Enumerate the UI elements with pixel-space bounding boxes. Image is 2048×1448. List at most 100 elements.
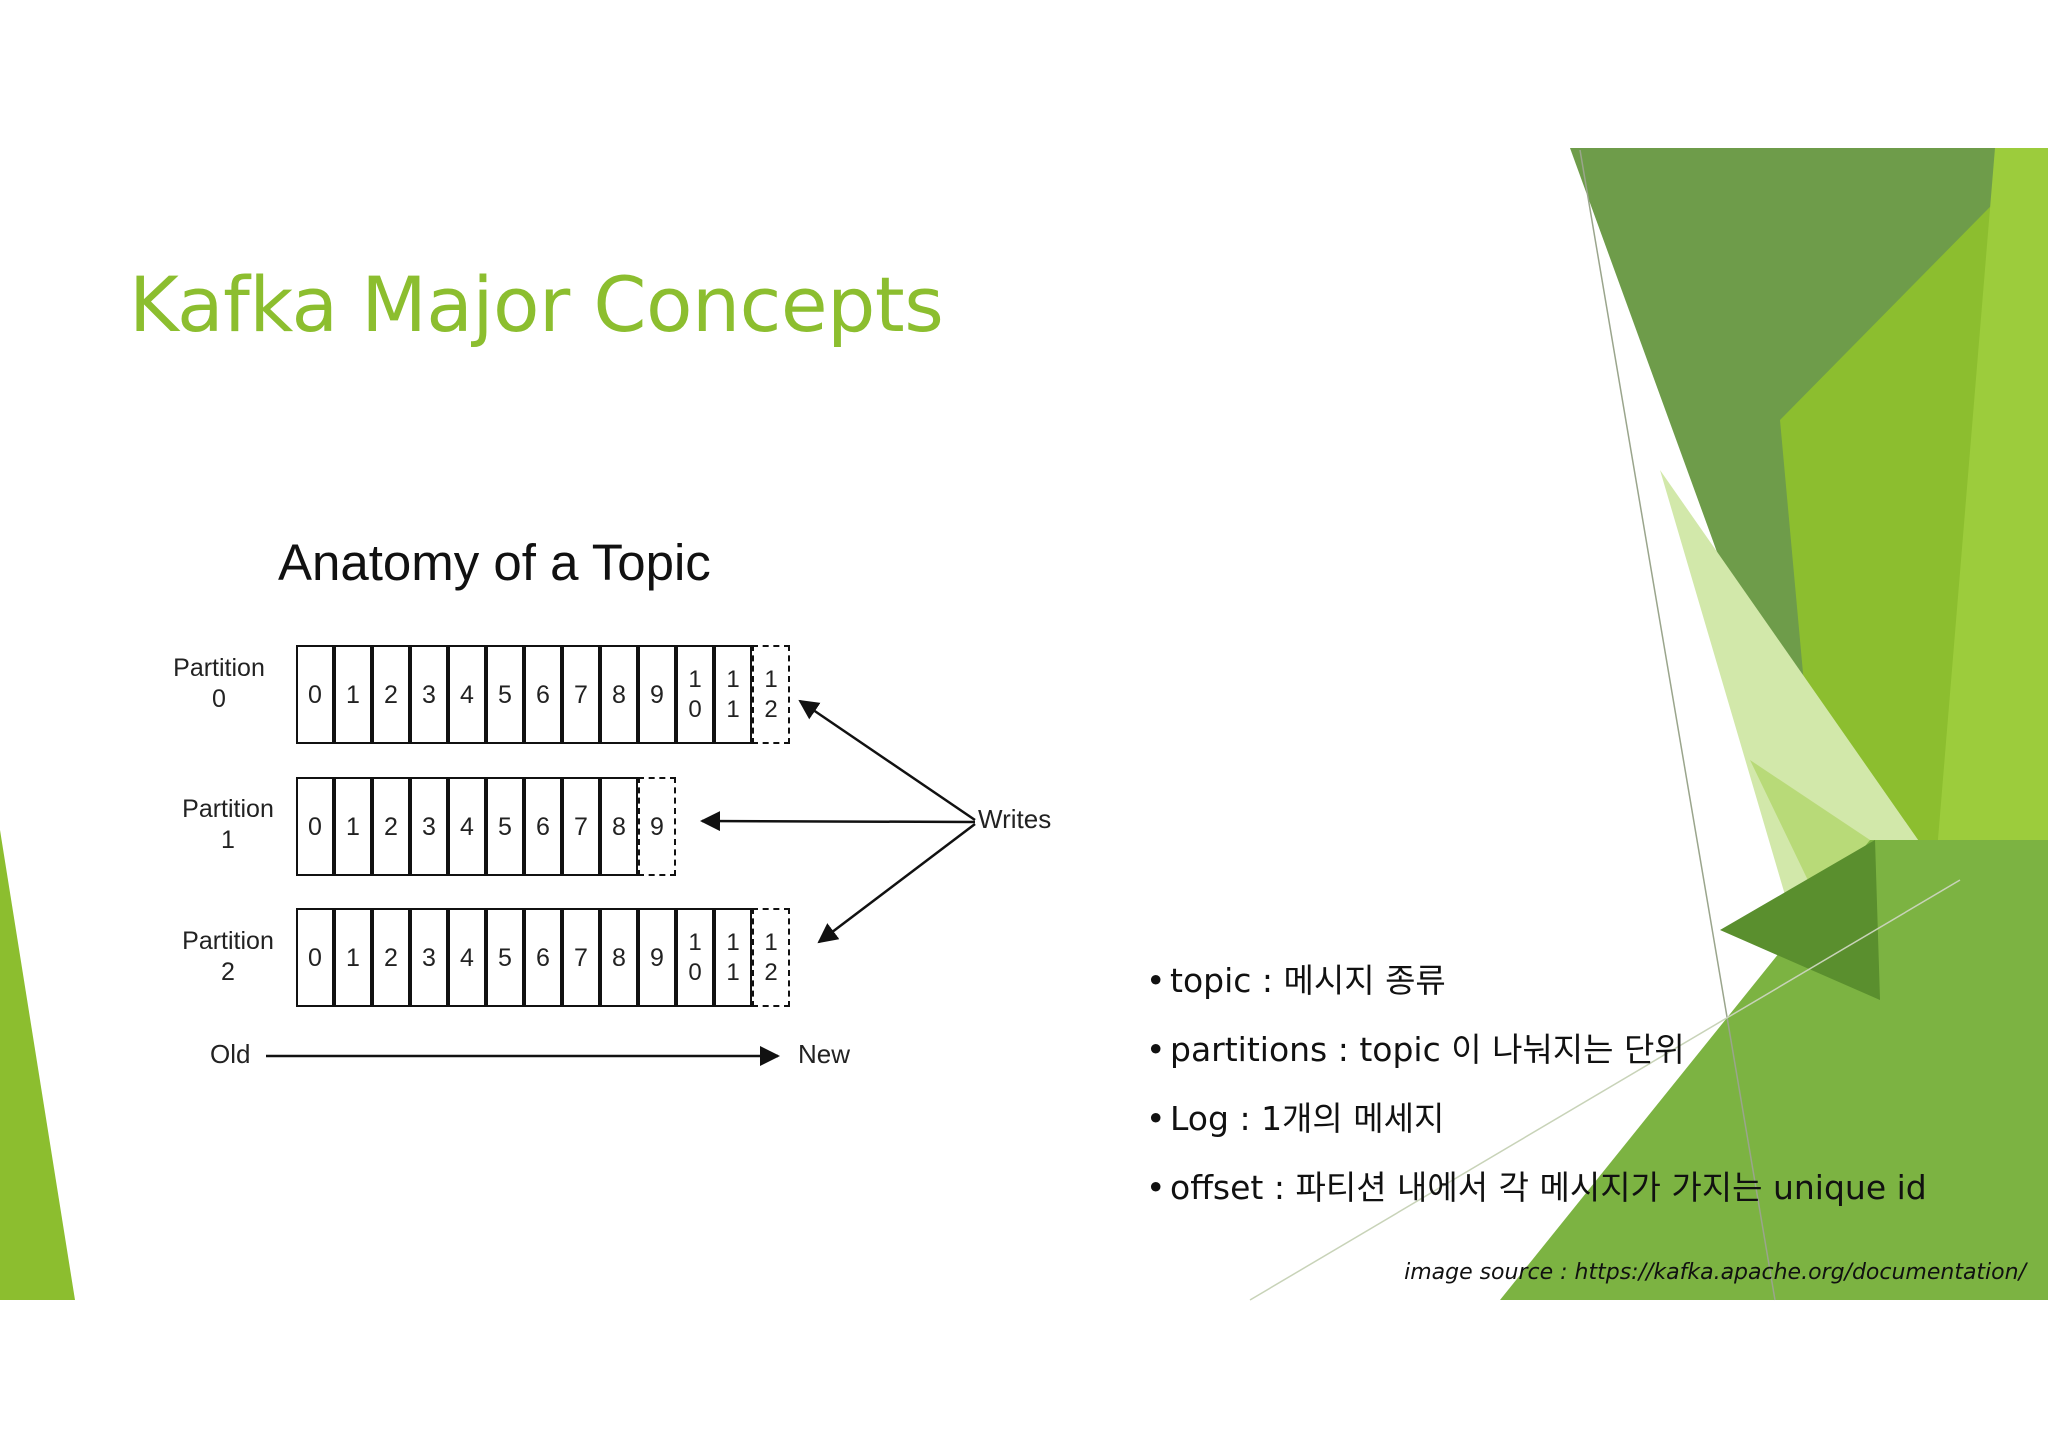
offset-cell: 5 — [486, 908, 524, 1007]
offset-number: 5 — [498, 812, 512, 842]
offset-number: 9 — [650, 812, 664, 842]
concept-bullet: •Log : 1개의 메세지 — [1146, 1084, 1927, 1153]
offset-number: 0 — [308, 812, 322, 842]
partition-1-label: Partition 1 — [158, 794, 298, 856]
offset-number: 3 — [422, 680, 436, 710]
offset-number: 7 — [574, 812, 588, 842]
offset-number: 1 0 — [688, 928, 701, 988]
offset-cell: 1 — [334, 777, 372, 876]
bullet-description: 메시지 종류 — [1284, 961, 1446, 1000]
offset-cell: 4 — [448, 908, 486, 1007]
offset-number: 2 — [384, 943, 398, 973]
next-offset-cell: 1 2 — [752, 645, 790, 744]
offset-number: 8 — [612, 680, 626, 710]
offset-number: 4 — [460, 943, 474, 973]
offset-number: 0 — [308, 943, 322, 973]
offset-number: 6 — [536, 812, 550, 842]
offset-number: 2 — [384, 680, 398, 710]
offset-cell: 7 — [562, 908, 600, 1007]
partition-0-label: Partition 0 — [149, 653, 289, 715]
bullet-separator: : — [1229, 1099, 1261, 1138]
offset-number: 8 — [612, 812, 626, 842]
bullet-description: 파티션 내에서 각 메시지가 가지는 unique id — [1295, 1168, 1926, 1207]
offset-cell: 9 — [638, 908, 676, 1007]
offset-number: 1 — [346, 812, 360, 842]
offset-number: 3 — [422, 943, 436, 973]
bullet-separator: : — [1263, 1168, 1295, 1207]
offset-cell: 3 — [410, 645, 448, 744]
concept-bullet: •partitions : topic 이 나눠지는 단위 — [1146, 1015, 1927, 1084]
offset-cell: 8 — [600, 777, 638, 876]
offset-cell: 3 — [410, 777, 448, 876]
offset-cell: 2 — [372, 645, 410, 744]
offset-cell: 5 — [486, 777, 524, 876]
offset-number: 5 — [498, 943, 512, 973]
offset-number: 8 — [612, 943, 626, 973]
offset-number: 4 — [460, 680, 474, 710]
partition-2-label-number: 2 — [158, 957, 298, 988]
bullet-icon: • — [1146, 1015, 1170, 1084]
offset-number: 0 — [308, 680, 322, 710]
bullet-icon: • — [1146, 1084, 1170, 1153]
partition-1-label-number: 1 — [158, 825, 298, 856]
partition-1-label-word: Partition — [158, 794, 298, 825]
offset-number: 5 — [498, 680, 512, 710]
slide-title: Kafka Major Concepts — [129, 255, 943, 355]
offset-number: 7 — [574, 680, 588, 710]
partition-0-label-number: 0 — [149, 684, 289, 715]
partition-2-label: Partition 2 — [158, 926, 298, 988]
partition-0-label-word: Partition — [149, 653, 289, 684]
offset-cell: 0 — [296, 908, 334, 1007]
offset-cell: 3 — [410, 908, 448, 1007]
bullet-separator: : — [1327, 1030, 1359, 1069]
offset-cell: 1 0 — [676, 645, 714, 744]
offset-cell: 6 — [524, 908, 562, 1007]
new-label: New — [798, 1039, 850, 1070]
offset-cell: 0 — [296, 645, 334, 744]
offset-cell: 9 — [638, 645, 676, 744]
offset-number: 1 1 — [726, 665, 739, 725]
offset-number: 6 — [536, 943, 550, 973]
diagram-title: Anatomy of a Topic — [278, 528, 711, 598]
bullet-term: partitions — [1170, 1030, 1327, 1069]
offset-number: 9 — [650, 943, 664, 973]
partition-2-label-word: Partition — [158, 926, 298, 957]
offset-number: 6 — [536, 680, 550, 710]
offset-cell: 4 — [448, 777, 486, 876]
offset-cell: 2 — [372, 777, 410, 876]
offset-cell: 1 — [334, 908, 372, 1007]
offset-cell: 0 — [296, 777, 334, 876]
offset-cell: 8 — [600, 908, 638, 1007]
next-offset-cell: 1 2 — [752, 908, 790, 1007]
offset-cell: 2 — [372, 908, 410, 1007]
offset-number: 3 — [422, 812, 436, 842]
bullet-term: offset — [1170, 1168, 1263, 1207]
bullet-term: topic — [1170, 961, 1251, 1000]
offset-number: 7 — [574, 943, 588, 973]
offset-cell: 1 — [334, 645, 372, 744]
offset-cell: 6 — [524, 645, 562, 744]
offset-cell: 4 — [448, 645, 486, 744]
bullet-description: topic 이 나눠지는 단위 — [1359, 1030, 1684, 1069]
next-offset-cell: 9 — [638, 777, 676, 876]
concept-bullet: •topic : 메시지 종류 — [1146, 946, 1927, 1015]
old-label: Old — [210, 1039, 250, 1070]
offset-number: 1 0 — [688, 665, 701, 725]
bullet-icon: • — [1146, 946, 1170, 1015]
bullet-icon: • — [1146, 1153, 1170, 1222]
offset-number: 9 — [650, 680, 664, 710]
offset-cell: 6 — [524, 777, 562, 876]
offset-cell: 1 0 — [676, 908, 714, 1007]
offset-number: 4 — [460, 812, 474, 842]
bullet-separator: : — [1251, 961, 1283, 1000]
bullet-term: Log — [1170, 1099, 1229, 1138]
concept-bullet: •offset : 파티션 내에서 각 메시지가 가지는 unique id — [1146, 1153, 1927, 1222]
offset-cell: 1 1 — [714, 645, 752, 744]
concept-bullet-list: •topic : 메시지 종류•partitions : topic 이 나눠지… — [1146, 946, 1927, 1222]
offset-number: 2 — [384, 812, 398, 842]
offset-number: 1 — [346, 680, 360, 710]
image-source-caption: image source : https://kafka.apache.org/… — [1404, 1260, 2026, 1285]
offset-cell: 7 — [562, 645, 600, 744]
offset-number: 1 — [346, 943, 360, 973]
offset-cell: 5 — [486, 645, 524, 744]
